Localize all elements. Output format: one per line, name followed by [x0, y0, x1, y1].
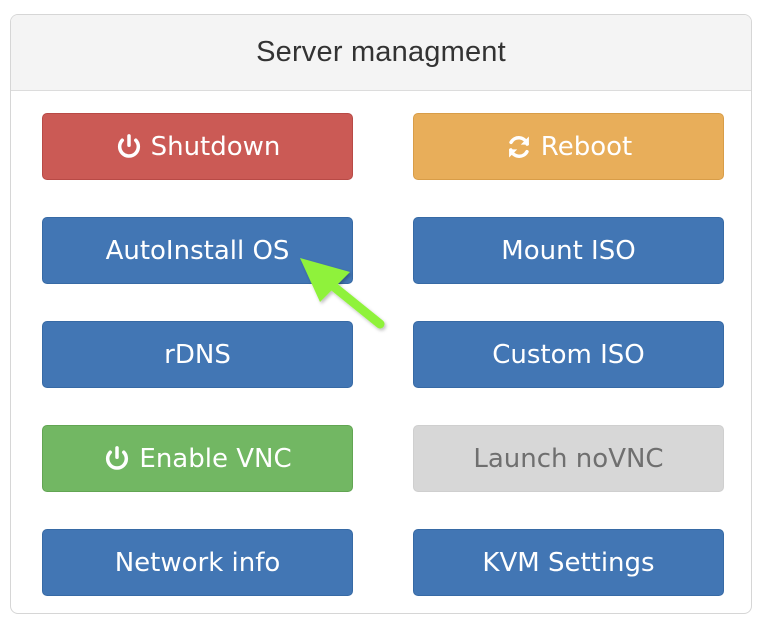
rdns-label: rDNS [164, 339, 231, 370]
custom-iso-label: Custom ISO [492, 339, 645, 370]
power-icon [103, 445, 131, 473]
autoinstall-os-label: AutoInstall OS [105, 235, 290, 266]
shutdown-button[interactable]: Shutdown [42, 113, 353, 180]
reboot-button[interactable]: Reboot [413, 113, 724, 180]
launch-novnc-button[interactable]: Launch noVNC [413, 425, 724, 492]
kvm-settings-button[interactable]: KVM Settings [413, 529, 724, 596]
custom-iso-button[interactable]: Custom ISO [413, 321, 724, 388]
reboot-label: Reboot [540, 131, 633, 162]
server-management-panel: Server managment Shutdown Reboot AutoIns… [10, 14, 752, 614]
rdns-button[interactable]: rDNS [42, 321, 353, 388]
kvm-settings-label: KVM Settings [482, 547, 655, 578]
network-info-button[interactable]: Network info [42, 529, 353, 596]
enable-vnc-button[interactable]: Enable VNC [42, 425, 353, 492]
power-icon [115, 133, 143, 161]
network-info-label: Network info [114, 547, 281, 578]
autoinstall-os-button[interactable]: AutoInstall OS [42, 217, 353, 284]
shutdown-label: Shutdown [150, 131, 281, 162]
mount-iso-label: Mount ISO [501, 235, 636, 266]
launch-novnc-label: Launch noVNC [473, 443, 664, 474]
mount-iso-button[interactable]: Mount ISO [413, 217, 724, 284]
refresh-icon [505, 133, 533, 161]
panel-title: Server managment [256, 36, 506, 68]
panel-header: Server managment [11, 15, 751, 91]
enable-vnc-label: Enable VNC [139, 443, 292, 474]
